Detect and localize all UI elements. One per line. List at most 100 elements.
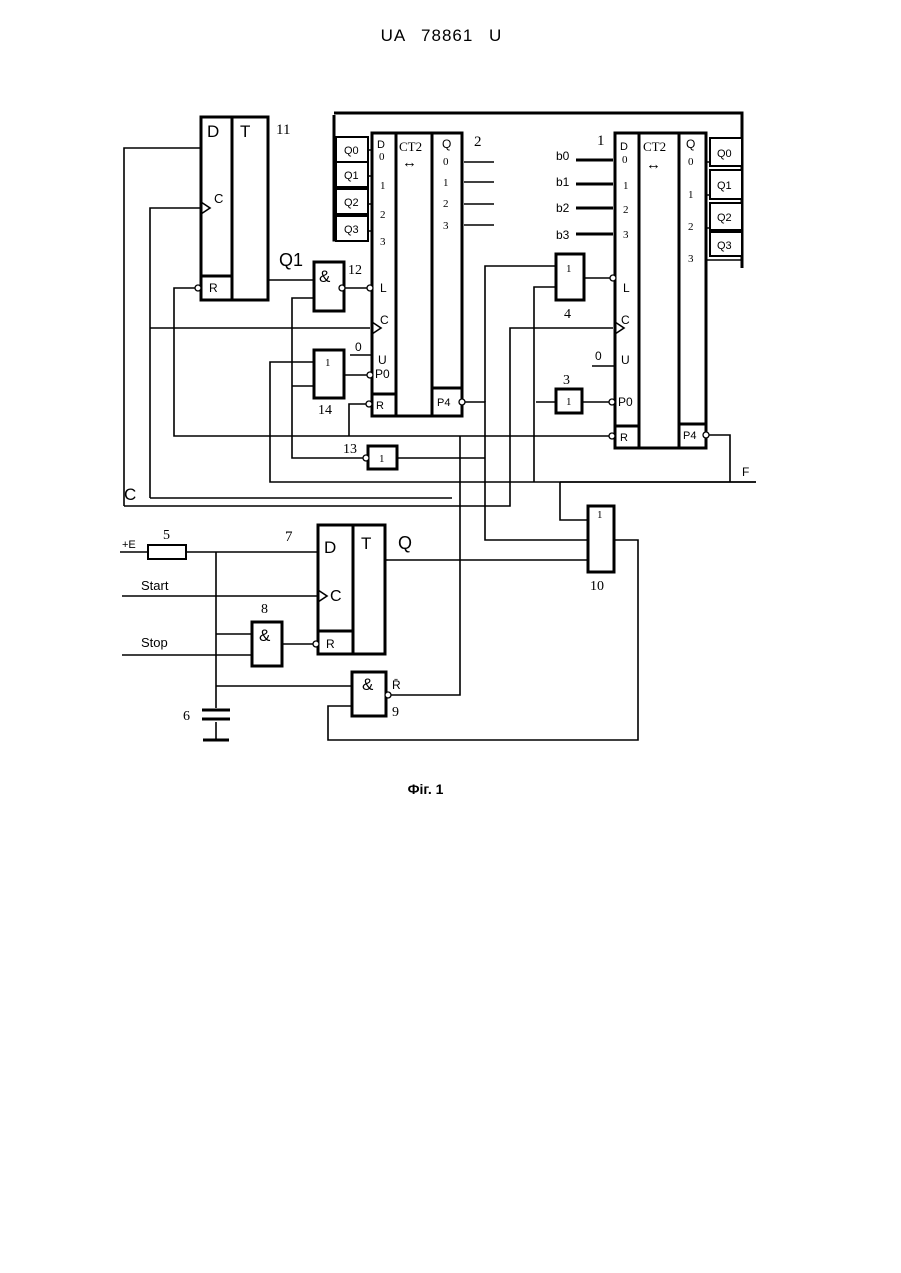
figure-caption: Фіг. 1 (0, 781, 851, 797)
c2-out-2: 2 (443, 198, 449, 210)
c2-in-label-q0: Q0 (344, 145, 359, 157)
c1-out-0: 0 (688, 156, 694, 168)
clock-label: C (124, 485, 136, 504)
c2-in-r: R (376, 400, 384, 412)
gate10-ref: 10 (590, 579, 604, 594)
t11-ref-label: 11 (276, 122, 290, 138)
c2-out-p4: P4 (437, 397, 450, 409)
c2-in-0: 0 (379, 151, 385, 163)
gate9-sym: & (362, 675, 374, 694)
c1-out-label-q3: Q3 (717, 240, 732, 252)
resistor-5: 5 (148, 528, 186, 559)
gate14-sym: 1 (325, 357, 331, 369)
gate9-out (388, 436, 460, 695)
gate10-in1 (560, 482, 588, 520)
counter-2: CT2 ↔ D 0 1 2 3 L C U P0 R Q 0 1 2 3 P4 … (355, 133, 482, 416)
c1-b1-label: b1 (556, 175, 570, 189)
c2-arrow: ↔ (402, 154, 417, 171)
t7-d-label: D (324, 538, 336, 557)
gate13-sym: 1 (379, 453, 385, 465)
flag-label: F (742, 465, 749, 479)
power-label: +E (122, 539, 136, 551)
t11-d-label: D (207, 122, 219, 141)
gate-4: 1 4 (556, 254, 584, 322)
t11-clock-wire (150, 208, 201, 498)
gate-14: 1 14 (314, 350, 344, 418)
resistor-ref: 5 (163, 528, 170, 543)
c1-out-label-q1: Q1 (717, 180, 732, 192)
c1-in-l: L (623, 281, 630, 295)
t11-d-feedback (124, 148, 201, 506)
c1-in-p0: P0 (618, 395, 633, 409)
c2-in-label-q1: Q1 (344, 170, 359, 182)
t11-t-label: T (240, 122, 250, 141)
gate9-out-label: R̄ (392, 678, 401, 692)
gate9-ref: 9 (392, 705, 399, 720)
c2-out-1: 1 (443, 177, 449, 189)
c1-in-1: 1 (623, 180, 629, 192)
gate-13: 1 13 (343, 442, 397, 469)
c2-in-u: U (378, 353, 387, 367)
c2-in-2: 2 (380, 209, 386, 221)
c2-in-p0: P0 (375, 367, 390, 381)
c1-in-r: R (620, 432, 628, 444)
c1-out-2: 2 (688, 221, 694, 233)
c2-in-label-q2: Q2 (344, 197, 359, 209)
c1-arrow: ↔ (646, 156, 661, 173)
c2-in-c: C (380, 313, 389, 327)
gate13-ref: 13 (343, 442, 357, 457)
t7-ref-label: 7 (285, 529, 293, 545)
c1-in-d: D (620, 141, 628, 153)
t7-r-label: R (326, 637, 335, 651)
t11-q-label: Q1 (279, 250, 303, 270)
c1-out-label-q2: Q2 (717, 212, 732, 224)
c1-u-value: 0 (595, 349, 602, 363)
c1-title: CT2 (643, 139, 666, 154)
gate14-ref: 14 (318, 403, 332, 418)
c1-in-2: 2 (623, 204, 629, 216)
gate12-sym: & (319, 267, 331, 286)
c1-in-3: 3 (623, 229, 629, 241)
c1-b2-label: b2 (556, 201, 570, 215)
c1-out-q: Q (686, 137, 695, 151)
gate10-sym: 1 (597, 509, 603, 521)
c2-in-3: 3 (380, 236, 386, 248)
t7-t-label: T (361, 534, 371, 553)
stop-label: Stop (141, 635, 168, 650)
capacitor-6: 6 (183, 709, 230, 740)
gate-8: & 8 (252, 602, 282, 666)
c1-b0-label: b0 (556, 149, 570, 163)
c1-out-1: 1 (688, 189, 694, 201)
gate4-ref: 4 (564, 307, 571, 322)
c1-output-labels: Q0 Q1 Q2 Q3 (710, 138, 742, 256)
t7-c-label: C (330, 588, 342, 605)
c1-out-label-q0: Q0 (717, 148, 732, 160)
c2-in-l: L (380, 281, 387, 295)
start-label: Start (141, 578, 169, 593)
t11-r-inverter (195, 285, 201, 291)
c2-out-3: 3 (443, 220, 449, 232)
gate8-sym: & (259, 626, 271, 645)
c1-b3-label: b3 (556, 228, 570, 242)
gate-3: 1 3 (556, 373, 582, 413)
c1-p4-wire (708, 435, 730, 482)
trigger-11: D T C R 11 Q1 (195, 117, 303, 300)
c2-input-labels: Q0 Q1 Q2 Q3 (336, 137, 368, 241)
c1-in-c: C (621, 313, 630, 327)
gate4-in2 (534, 287, 556, 482)
c2-ref-label: 2 (474, 134, 482, 150)
c1-ref-label: 1 (597, 133, 605, 149)
c1-out-3: 3 (688, 253, 694, 265)
c2-out-q: Q (442, 137, 451, 151)
c2-reset-wire (349, 404, 366, 436)
c1-out-p4: P4 (683, 430, 696, 442)
gate3-ref: 3 (563, 373, 570, 388)
c2-in-label-q3: Q3 (344, 224, 359, 236)
c2-in-d: D (377, 139, 385, 151)
t7-q-label: Q (398, 533, 412, 553)
gate4-sym: 1 (566, 263, 572, 275)
c2-u-value: 0 (355, 340, 362, 354)
c2-out-0: 0 (443, 156, 449, 168)
gate8-ref: 8 (261, 602, 268, 617)
